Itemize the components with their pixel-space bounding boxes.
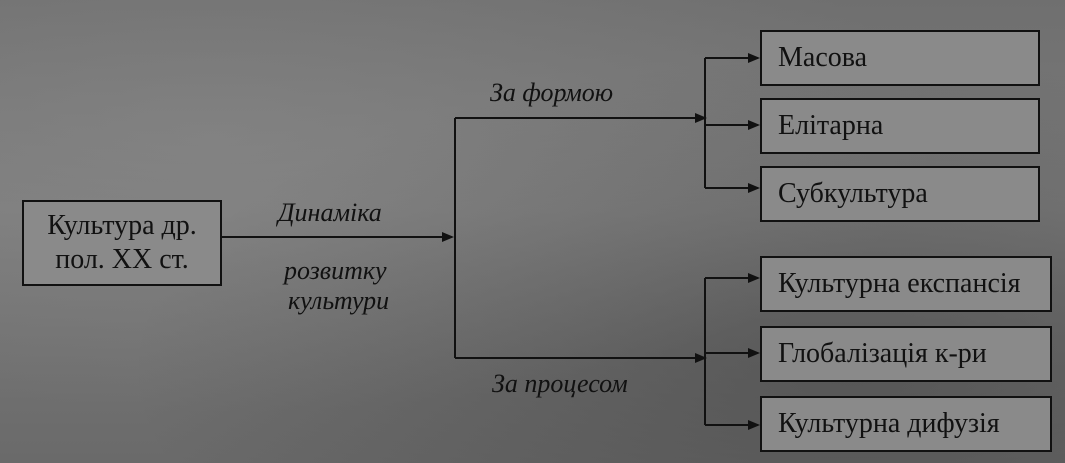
target-box-globalizatsiya: Глобалізація к-ри — [760, 326, 1052, 382]
source-box: Культура др. пол. XX ст. — [22, 200, 222, 286]
source-line-2: пол. XX ст. — [55, 244, 189, 275]
target-box-masova: Масова — [760, 30, 1040, 86]
target-label: Масова — [778, 42, 868, 74]
target-box-dyfuziya: Культурна дифузія — [760, 396, 1052, 452]
label-of-culture: культури — [288, 286, 390, 315]
label-dynamics: Динаміка — [278, 198, 382, 227]
source-line-1: Культура др. — [47, 210, 197, 242]
target-label: Елітарна — [778, 110, 884, 142]
label-by-form: За формою — [490, 78, 614, 107]
label-by-process: За процесом — [492, 369, 628, 398]
target-label: Культурна експансія — [778, 268, 1021, 300]
label-development: розвитку — [284, 256, 387, 285]
target-box-ekspansiya: Культурна експансія — [760, 256, 1052, 312]
target-label: Культурна дифузія — [778, 408, 1000, 440]
target-box-subkultura: Субкультура — [760, 166, 1040, 222]
target-label: Глобалізація к-ри — [778, 338, 987, 370]
target-label: Субкультура — [778, 178, 928, 210]
target-box-elitarna: Елітарна — [760, 98, 1040, 154]
